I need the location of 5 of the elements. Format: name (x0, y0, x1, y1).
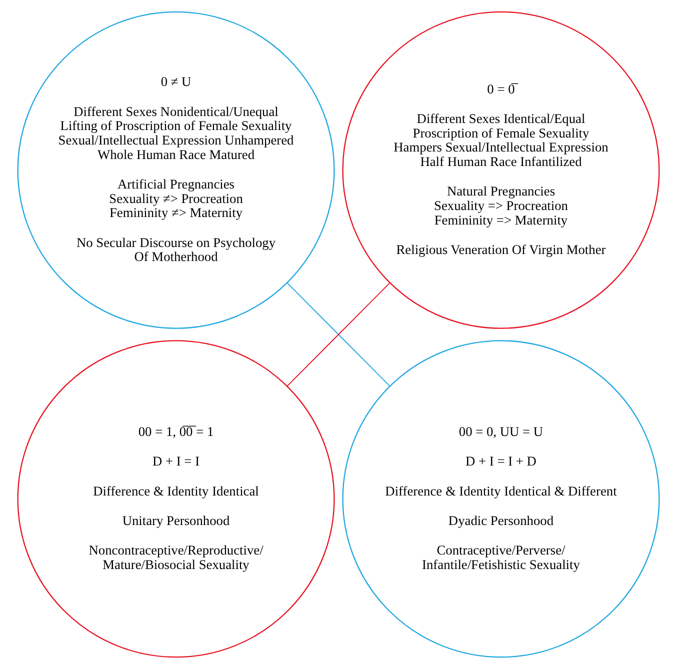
node-circle: 0 ≠ U Different Sexes Nonidentical/Unequal Lifting of Proscription of Female Sexuality Sexual/Intellectual Expression Unhampered Whole Human Race Matured Artificial Pregnancies Sexuality ≠> Procreation Femininity ≠> Maternity No Secular Discourse on Psychology Of Motherhood (17, 11, 335, 329)
connector (286, 282, 390, 387)
node-circle: 00 = 0, UU = U D + I = I + D Difference & Identity Identical & Different Dyadic Personhood Contraceptive/Perverse/ Infantile/Fetishistic Sexuality (342, 340, 660, 658)
node-circle: 0 = 0̅ Different Sexes Identical/Equal Proscription of Female Sexuality Hampers Sexual/Intellectual Expression Half Human Race Infantilized Natural Pregnancies Sexuality => Procreation Femininity => Maternity Religious Veneration Of Virgin Mother (342, 11, 660, 329)
node-circle: 00 = 1, 0̅0̅ = 1 D + I = I Difference & Identity Identical Unitary Personhood Noncontraceptive/Reproductive/ Mature/Biosocial Sexuality (17, 340, 335, 658)
